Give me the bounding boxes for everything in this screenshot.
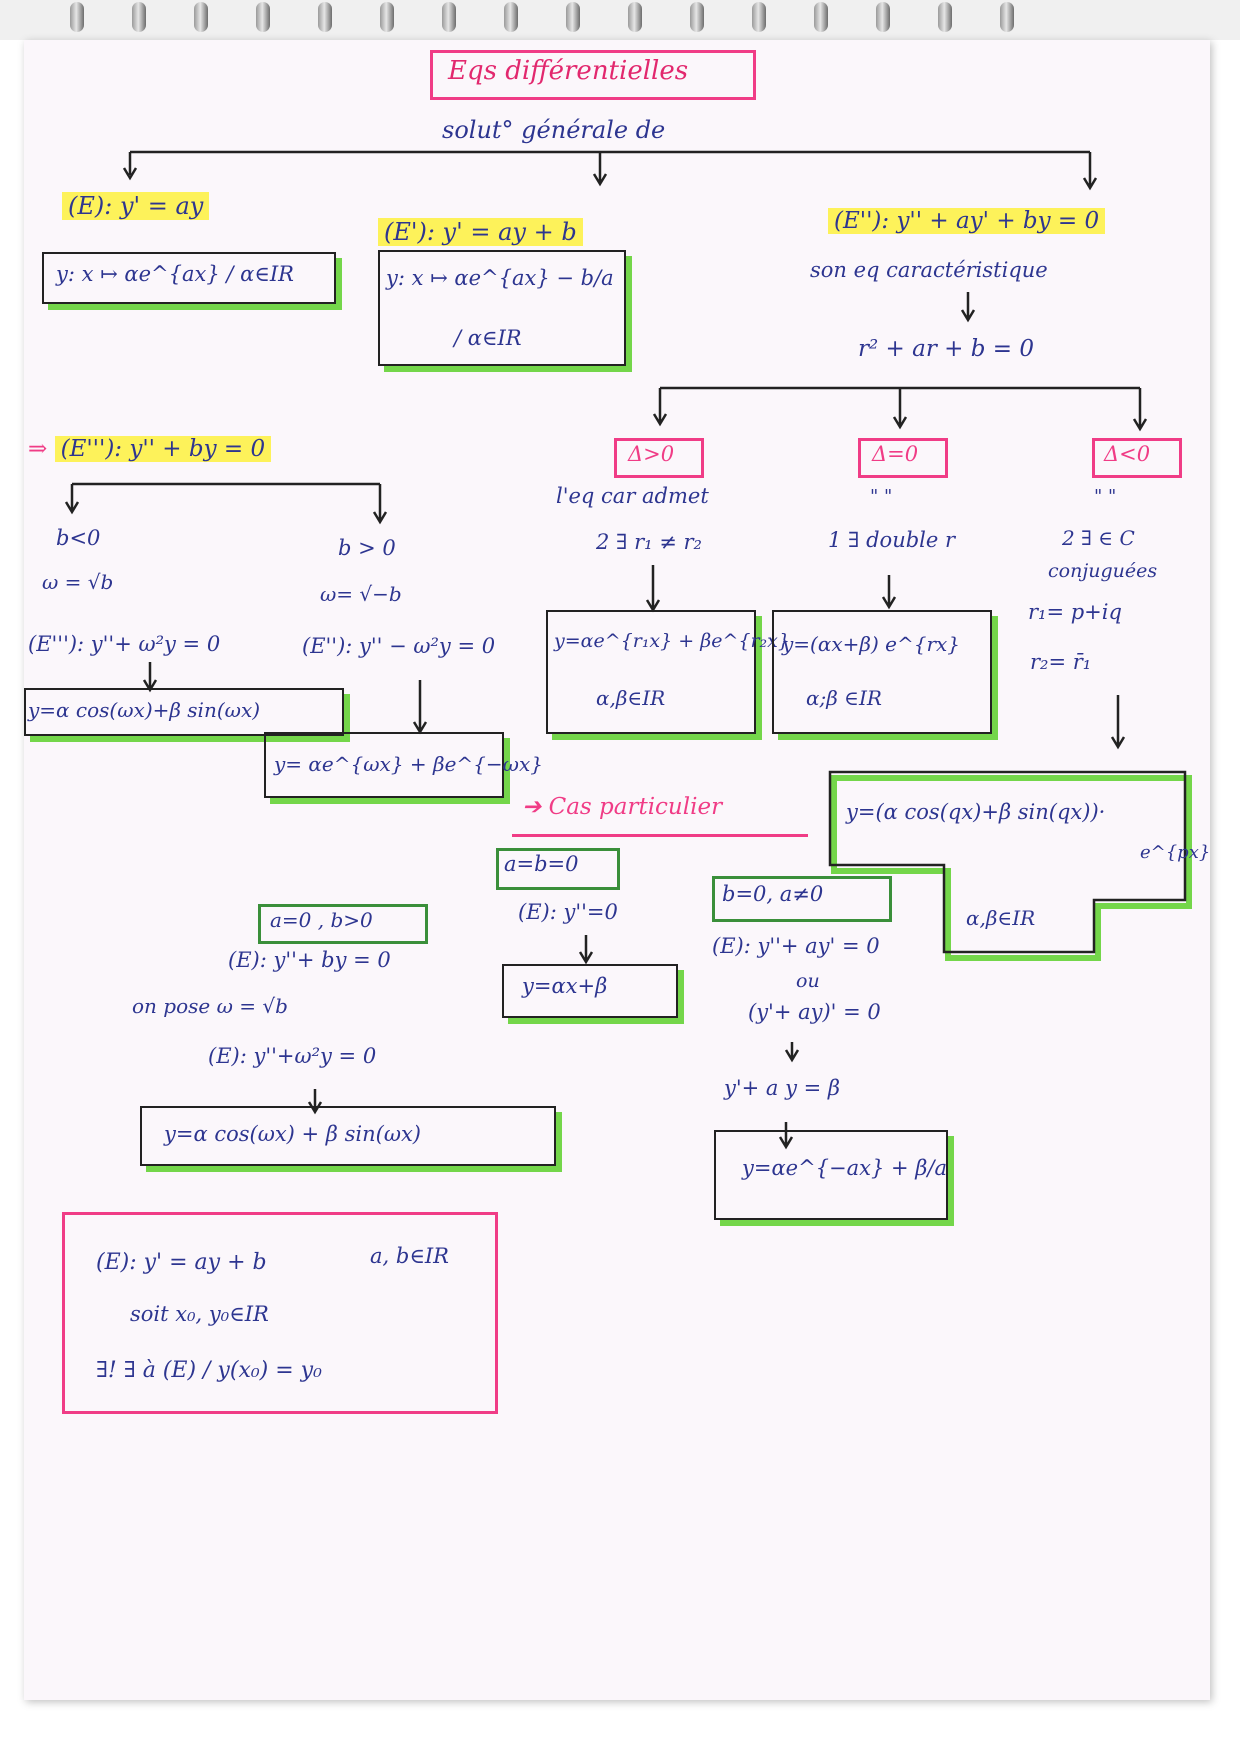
- spiral-binding: [0, 0, 1240, 40]
- delta-negative-r2: r₂= r̄₁: [1030, 650, 1092, 674]
- binding-ring: [318, 2, 332, 32]
- e3-left-solution-box: [24, 688, 344, 736]
- binding-ring: [566, 2, 580, 32]
- binding-ring: [628, 2, 642, 32]
- ab-zero-solution-box: [502, 964, 678, 1018]
- cauchy-initial-point: soit x₀, y₀∈IR: [130, 1302, 269, 1326]
- binding-ring: [814, 2, 828, 32]
- delta-negative-r1: r₁= p+iq: [1028, 600, 1122, 624]
- delta-negative-desc: 2 ∃ ∈ C: [1062, 526, 1135, 550]
- first-order-solution-box: [42, 252, 336, 304]
- delta-negative-box: [1092, 438, 1182, 478]
- a-zero-equation: (E): y''+ by = 0: [228, 948, 391, 972]
- delta-negative-ditto: " ": [1094, 486, 1117, 507]
- delta-negative-domain: α,β∈IR: [966, 906, 1036, 930]
- binding-ring: [752, 2, 766, 32]
- special-cases-label: ➔ Cas particulier: [522, 794, 723, 820]
- ab-zero-condition: a=b=0: [504, 852, 579, 876]
- b-zero-ou: ou: [796, 970, 820, 992]
- e3-left-solution: y=α cos(ωx)+β sin(ωx): [28, 698, 261, 722]
- binding-ring: [876, 2, 890, 32]
- first-order-equation: (E): y' = ay: [62, 192, 210, 220]
- binding-ring: [380, 2, 394, 32]
- e3-equation: ⇒ (E'''): y'' + by = 0: [28, 436, 272, 462]
- cauchy-box: [62, 1212, 498, 1414]
- ab-zero-solution: y=αx+β: [522, 974, 608, 998]
- page-title: Eqs différentielles: [448, 56, 689, 86]
- a-zero-equation-2: (E): y''+ω²y = 0: [208, 1044, 377, 1068]
- affine-solution-domain: / α∈IR: [454, 326, 522, 350]
- delta-zero-label: Δ=0: [872, 442, 919, 466]
- characteristic-label: son eq caractéristique: [810, 258, 1048, 282]
- delta-positive-domain: α,β∈IR: [596, 686, 666, 710]
- first-order-solution: y: x ↦ αe^{ax} / α∈IR: [56, 262, 294, 286]
- second-order-equation: (E''): y'' + ay' + by = 0: [828, 208, 1106, 234]
- affine-equation: (E'): y' = ay + b: [378, 218, 583, 246]
- cauchy-equation: (E): y' = ay + b: [96, 1250, 267, 1275]
- e3-left-equation: (E'''): y''+ ω²y = 0: [28, 632, 221, 656]
- delta-zero-domain: α;β ∈IR: [806, 686, 882, 710]
- binding-ring: [504, 2, 518, 32]
- delta-negative-exp: e^{px}: [1140, 842, 1211, 863]
- cauchy-coefficients: a, b∈IR: [370, 1244, 449, 1268]
- e3-right-condition: b > 0: [338, 536, 396, 560]
- title-box: [430, 50, 756, 100]
- subtitle: solut° générale de: [442, 116, 666, 144]
- e3-right-solution-box: [264, 732, 504, 798]
- e3-left-omega: ω = √b: [42, 570, 114, 594]
- special-cases-underline: [512, 834, 808, 837]
- delta-positive-solution-box: [546, 610, 756, 734]
- b-zero-equation: (E): y''+ ay' = 0: [712, 934, 880, 958]
- binding-ring: [938, 2, 952, 32]
- delta-zero-ditto: " ": [870, 486, 893, 507]
- binding-ring: [1000, 2, 1014, 32]
- a-zero-box: [258, 904, 428, 944]
- e3-right-omega: ω= √−b: [320, 582, 402, 606]
- characteristic-equation: r² + ar + b = 0: [858, 336, 1034, 362]
- binding-ring: [194, 2, 208, 32]
- ab-zero-box: [496, 848, 620, 890]
- ab-zero-equation: (E): y''=0: [518, 900, 618, 924]
- delta-negative-conjugate: conjuguées: [1048, 560, 1158, 582]
- delta-negative-label: Δ<0: [1104, 442, 1151, 466]
- b-zero-solution-box: [714, 1130, 948, 1220]
- b-zero-box: [712, 876, 892, 922]
- binding-ring: [442, 2, 456, 32]
- b-zero-equation-3: y'+ a y = β: [724, 1076, 841, 1100]
- delta-positive-roots: 2 ∃ r₁ ≠ r₂: [596, 530, 702, 554]
- delta-negative-solution: y=(α cos(qx)+β sin(qx))·: [846, 800, 1106, 824]
- e3-left-condition: b<0: [56, 526, 101, 550]
- delta-positive-desc: l'eq car admet: [556, 484, 709, 508]
- a-zero-solution: y=α cos(ωx) + β sin(ωx): [164, 1122, 421, 1146]
- e3-right-equation: (E''): y'' − ω²y = 0: [302, 634, 496, 658]
- delta-zero-solution-box: [772, 610, 992, 734]
- binding-ring: [256, 2, 270, 32]
- delta-positive-label: Δ>0: [628, 442, 675, 466]
- b-zero-condition: b=0, a≠0: [722, 882, 824, 906]
- binding-ring: [690, 2, 704, 32]
- b-zero-solution: y=αe^{−ax} + β/a: [742, 1156, 948, 1180]
- a-zero-pose: on pose ω = √b: [132, 994, 288, 1018]
- b-zero-equation-2: (y'+ ay)' = 0: [748, 1000, 881, 1024]
- binding-ring: [132, 2, 146, 32]
- delta-zero-solution: y=(αx+β) e^{rx}: [782, 632, 961, 656]
- delta-zero-desc: 1 ∃ double r: [828, 528, 956, 552]
- delta-positive-solution: y=αe^{r₁x} + βe^{r₂x}: [554, 630, 790, 652]
- delta-positive-box: [614, 438, 704, 478]
- cauchy-existence: ∃! ∃ à (E) / y(x₀) = y₀: [96, 1358, 322, 1383]
- affine-solution: y: x ↦ αe^{ax} − b/a: [386, 266, 614, 290]
- binding-ring: [70, 2, 84, 32]
- affine-solution-box: [378, 250, 626, 366]
- delta-zero-box: [858, 438, 948, 478]
- a-zero-solution-box: [140, 1106, 556, 1166]
- a-zero-condition: a=0 , b>0: [270, 908, 373, 932]
- e3-right-solution: y= αe^{ωx} + βe^{−ωx}: [274, 752, 543, 776]
